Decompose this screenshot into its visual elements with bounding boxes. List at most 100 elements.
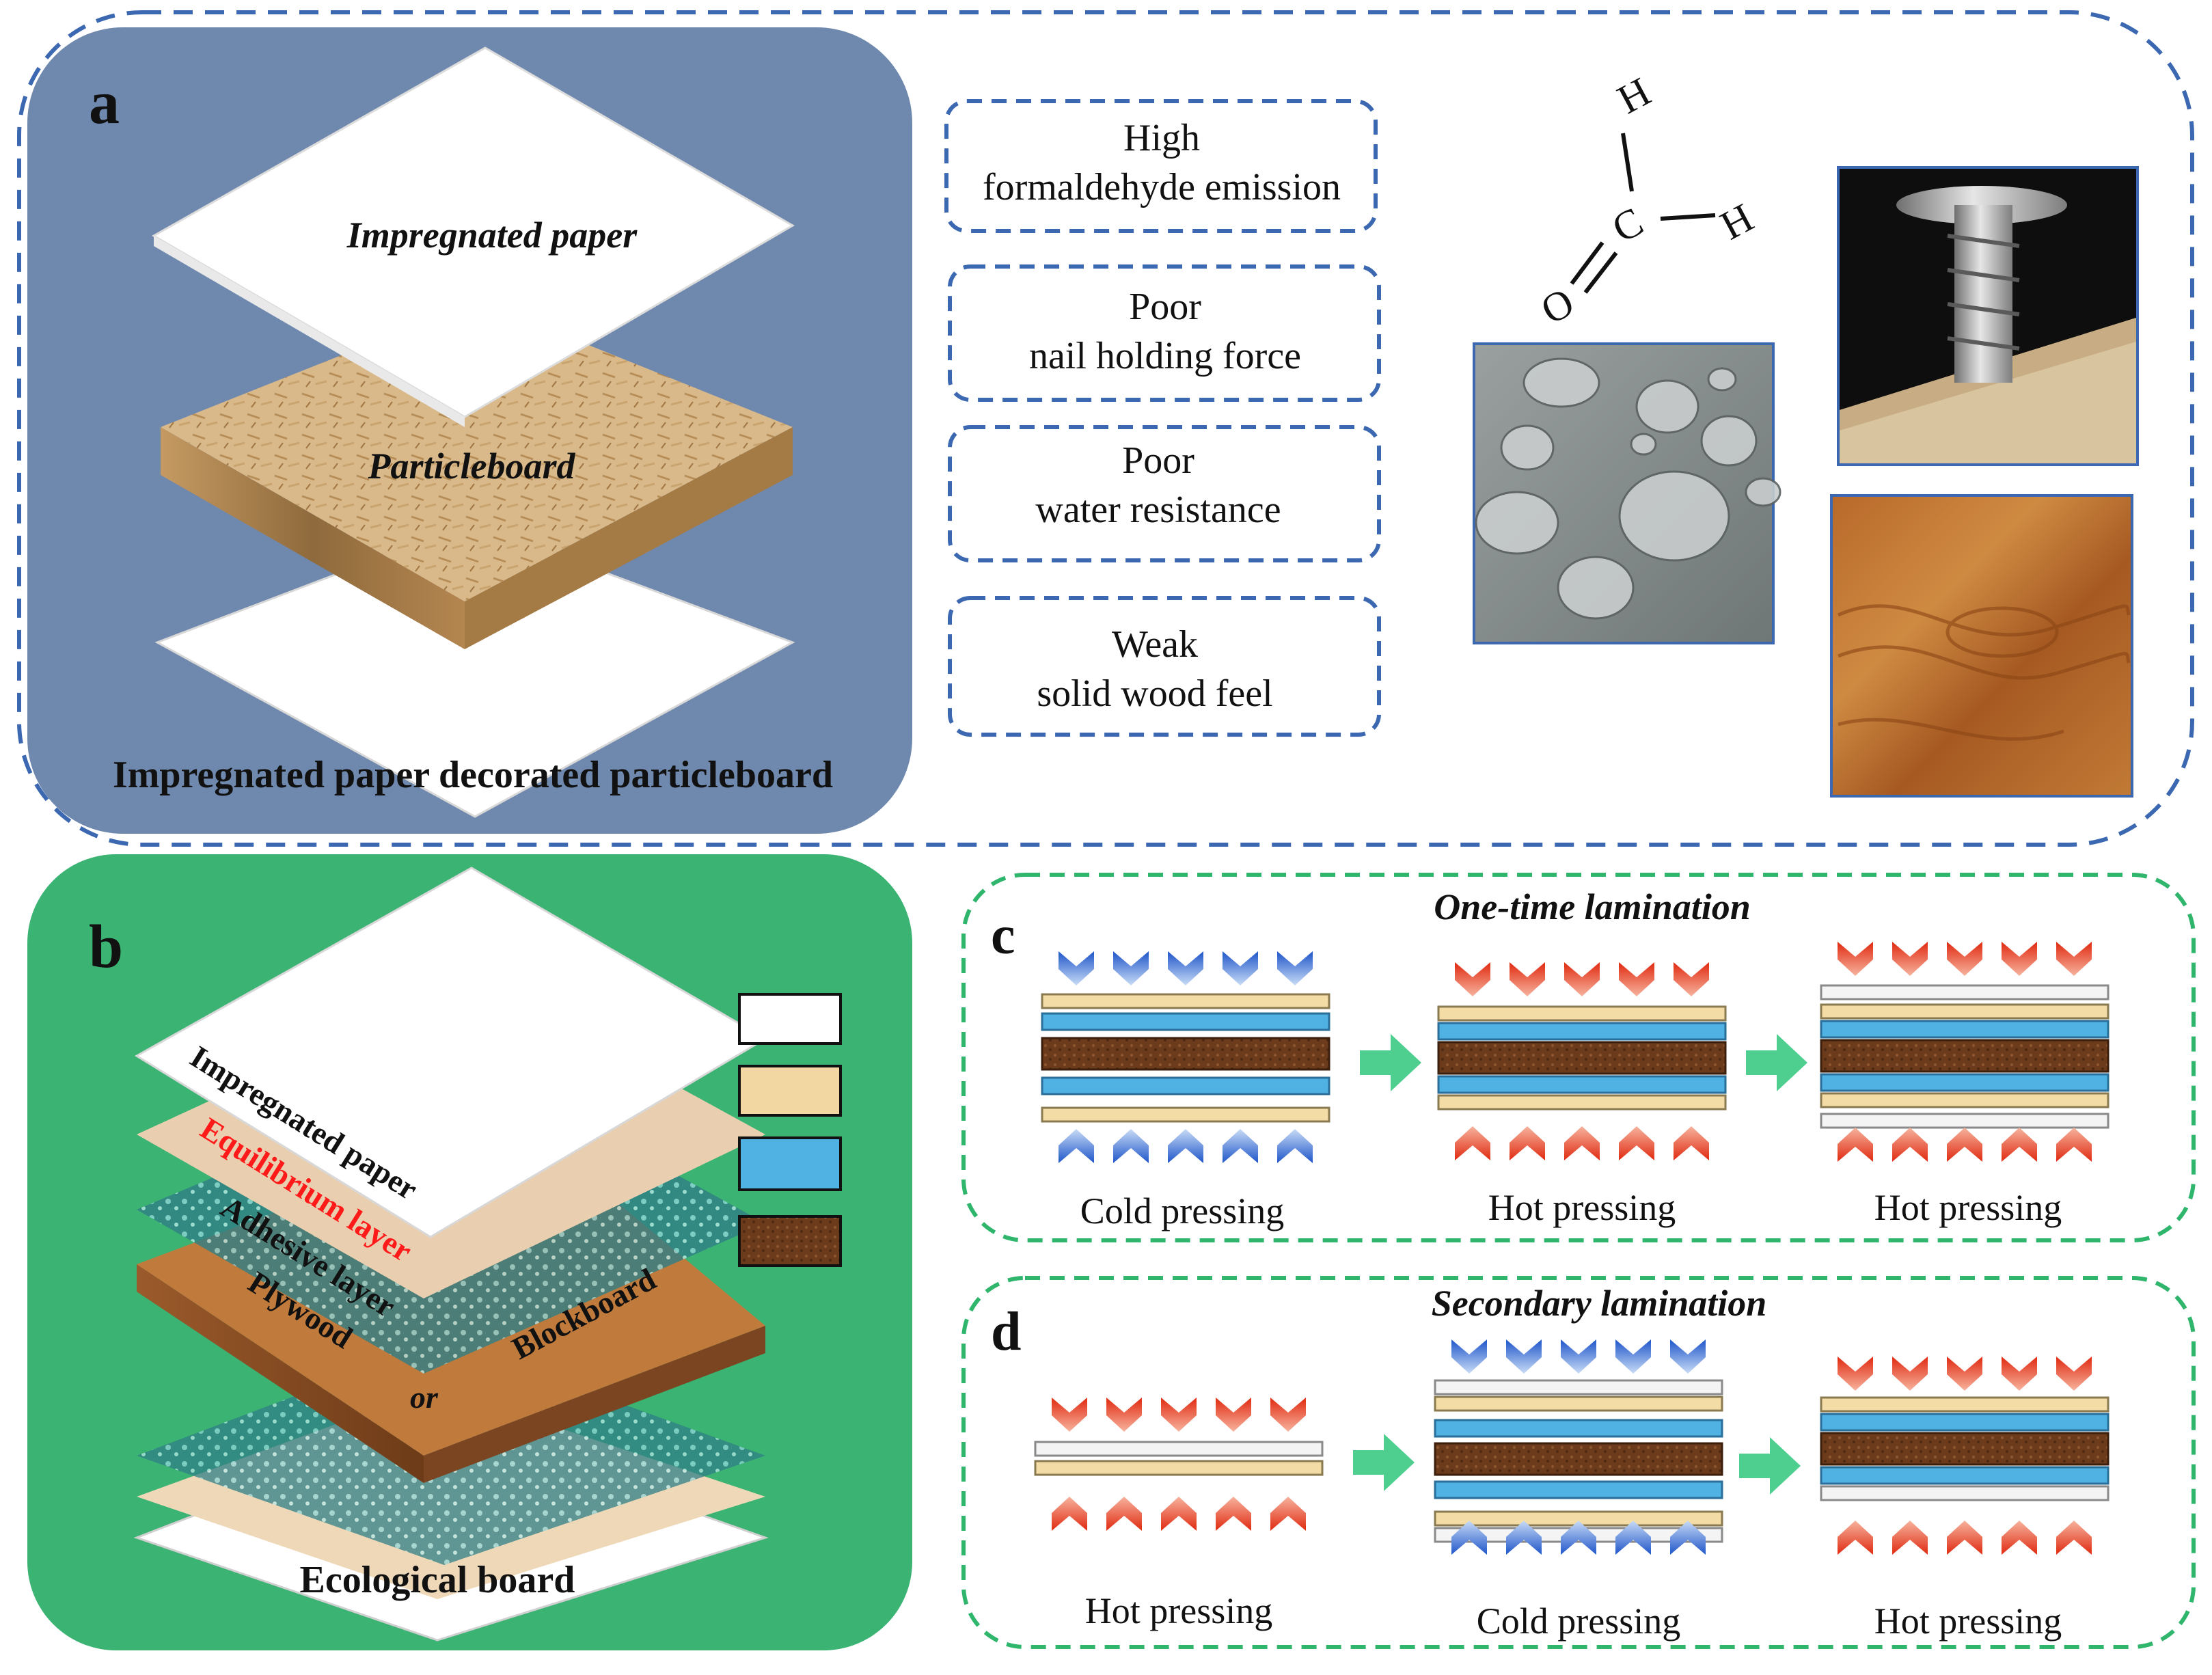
panel-c-frame [961, 873, 2196, 1242]
adhesive-layer [1820, 1413, 2109, 1432]
panel-d-letter: d [991, 1302, 1022, 1362]
core-board-layer [1434, 1442, 1723, 1476]
cold-press-arrow [1168, 1129, 1203, 1163]
panel-c-title: One-time lamination [1434, 886, 1751, 927]
hot-press-arrow [1947, 1128, 1982, 1162]
panel-c-step-3-label: Hot pressing [1874, 1187, 2062, 1228]
cold-press-arrow [1670, 1521, 1706, 1555]
cold-press-arrow [1451, 1339, 1487, 1374]
hot-press-arrow [1674, 1126, 1709, 1160]
impregnated-paper-label: Impregnated paper [346, 215, 638, 256]
particleboard-label: Particleboard [368, 446, 576, 487]
hot-press-arrow [1947, 1357, 1982, 1391]
panel-c-letter: c [991, 905, 1015, 966]
or-label: or [410, 1380, 439, 1415]
core-board-layer [1820, 1432, 2109, 1466]
drawback-box [948, 596, 1381, 737]
hot-press-arrow [1892, 942, 1928, 976]
panel-d-title: Secondary lamination [1432, 1283, 1767, 1324]
panel-d-step-3-label: Hot pressing [1874, 1601, 2062, 1642]
panel-c-step-1-label: Cold pressing [1080, 1190, 1285, 1231]
hot-press-arrow [1106, 1398, 1142, 1432]
equilibrium-layer [1041, 993, 1330, 1009]
hot-press-arrow [1674, 962, 1709, 996]
core-board-layer [1041, 1037, 1330, 1071]
hot-press-arrow [1455, 962, 1490, 996]
panel-b-caption: Ecological board [300, 1559, 575, 1601]
adhesive-layer [1041, 1012, 1330, 1031]
hot-press-arrow [1052, 1497, 1087, 1531]
adhesive-layer [1437, 1075, 1727, 1094]
panel-a: a Particleboard Impregnated paper Impreg… [17, 10, 2194, 847]
hot-press-arrow [1947, 942, 1982, 976]
adhesive-layer [1820, 1466, 2109, 1485]
equilibrium-layer [1820, 1003, 2109, 1020]
equilibrium-layer [1437, 1094, 1727, 1111]
paper-layer [1820, 984, 2109, 1000]
cold-press-arrow [1168, 951, 1203, 985]
process-flow-arrow [1746, 1034, 1807, 1091]
adhesive-layer [1434, 1480, 1723, 1499]
adhesive-layer [1041, 1076, 1330, 1095]
hot-press-arrow [2056, 942, 2092, 976]
hot-press-arrow [1216, 1398, 1251, 1432]
equilibrium-layer [1034, 1460, 1324, 1476]
drawback-box [948, 264, 1381, 402]
cold-press-arrow [1615, 1521, 1651, 1555]
cold-press-arrow [1561, 1521, 1596, 1555]
hot-press-arrow [1564, 962, 1600, 996]
equilibrium-layer [1041, 1106, 1330, 1123]
hot-press-arrow [1838, 1128, 1873, 1162]
panel-b-letter: b [89, 913, 123, 981]
cold-press-arrow [1059, 951, 1094, 985]
panel-a-caption: Impregnated paper decorated particleboar… [113, 754, 833, 796]
cold-press-arrow [1277, 1129, 1313, 1163]
hot-press-arrow [2056, 1128, 2092, 1162]
hot-press-arrow [1216, 1497, 1251, 1531]
layer-legend [738, 993, 842, 1267]
equilibrium-layer [1820, 1396, 2109, 1413]
hot-press-arrow [1270, 1497, 1306, 1531]
hot-press-arrow [1838, 1521, 1873, 1555]
particleboard-layer [161, 301, 793, 649]
formaldehyde-structure: H C H O [1533, 69, 1760, 333]
atom-o: O [1533, 279, 1581, 333]
hot-press-arrow [2056, 1521, 2092, 1555]
process-flow-arrow [1739, 1437, 1801, 1495]
hot-press-arrow [1161, 1398, 1197, 1432]
drawback-box [948, 425, 1381, 562]
atom-c: C [1605, 199, 1650, 251]
equilibrium-layer [1437, 1005, 1727, 1022]
hot-press-arrow [1619, 962, 1654, 996]
adhesive-layer [1434, 1419, 1723, 1438]
hot-press-arrow [2002, 942, 2037, 976]
hot-press-arrow [1892, 1521, 1928, 1555]
hot-press-arrow [1619, 1126, 1654, 1160]
hot-press-arrow [2056, 1357, 2092, 1391]
swatch-impregnated-paper [738, 993, 842, 1045]
hot-press-arrow [1270, 1398, 1306, 1432]
equilibrium-layer [1434, 1395, 1723, 1412]
hot-press-arrow [1838, 1357, 1873, 1391]
panel-a-outer-frame [17, 10, 2194, 847]
water-droplets-photo [1473, 342, 1781, 644]
cold-press-arrow [1451, 1521, 1487, 1555]
panel-c-step-2-label: Hot pressing [1488, 1187, 1676, 1228]
screw-photo [1837, 166, 2139, 466]
equilibrium-layer [1820, 1092, 2109, 1108]
hot-press-arrow [1892, 1357, 1928, 1391]
adhesive-layer [1437, 1022, 1727, 1041]
paper-layer [1820, 1485, 2109, 1501]
panel-d-frame [961, 1276, 2196, 1649]
panel-a-letter: a [89, 69, 120, 137]
hot-press-arrow [2002, 1357, 2037, 1391]
panel-c: c One-time lamination [961, 873, 2196, 1242]
hot-press-arrow [1106, 1497, 1142, 1531]
panel-d: d Secondary lamination [961, 1276, 2196, 1649]
panel-d-step-2-label: Cold pressing [1477, 1601, 1681, 1642]
hot-press-arrow [2002, 1521, 2037, 1555]
cold-press-arrow [1670, 1339, 1706, 1374]
swatch-adhesive-layer [738, 1136, 842, 1191]
